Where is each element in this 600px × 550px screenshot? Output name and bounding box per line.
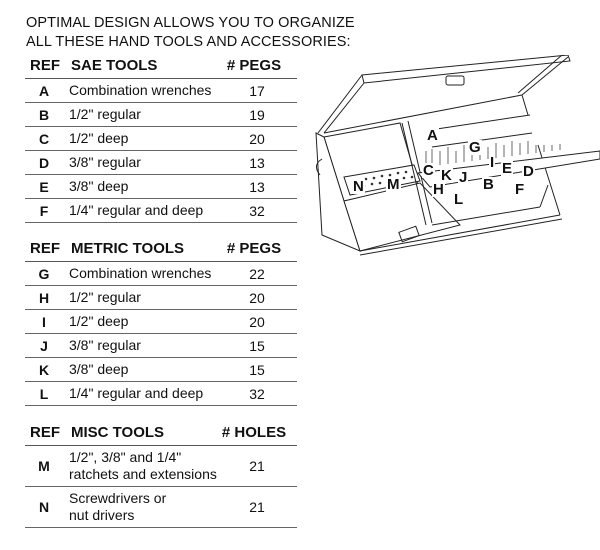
label-n: N <box>352 178 365 195</box>
ref-cell: N <box>38 499 50 515</box>
table-header: REF MISC TOOLS # HOLES <box>25 419 297 446</box>
table-row: N Screwdrivers or nut drivers 21 <box>25 487 297 528</box>
ref-cell: D <box>38 154 50 171</box>
table-row: I 1/2" deep 20 <box>25 310 297 334</box>
count-cell: 32 <box>249 385 265 402</box>
ref-cell: I <box>42 313 46 330</box>
name-header: MISC TOOLS <box>71 423 165 441</box>
table-row: D 3/8" regular 13 <box>25 151 297 175</box>
ref-cell: C <box>38 130 50 147</box>
ref-cell: E <box>39 178 49 195</box>
name-cell: Combination wrenches <box>69 82 212 98</box>
count-cell: 21 <box>249 458 265 474</box>
label-h: H <box>432 181 445 198</box>
misc-tools-table: REF MISC TOOLS # HOLES M 1/2", 3/8" and … <box>25 419 297 528</box>
intro-line-2: ALL THESE HAND TOOLS AND ACCESSORIES: <box>26 34 351 50</box>
table-header: REF SAE TOOLS # PEGS <box>25 52 297 79</box>
metric-tools-table: REF METRIC TOOLS # PEGS G Combination wre… <box>25 235 297 406</box>
label-e: E <box>501 160 514 177</box>
label-i: I <box>489 154 496 171</box>
name-cell: 1/2", 3/8" and 1/4" ratchets and extensi… <box>63 449 217 483</box>
name-cell: Screwdrivers or nut drivers <box>63 490 217 524</box>
label-g: G <box>468 139 482 156</box>
table-row: C 1/2" deep 20 <box>25 127 297 151</box>
name-header: SAE TOOLS <box>71 56 158 74</box>
name-cell: 1/4" regular and deep <box>69 385 204 401</box>
table-row: F 1/4" regular and deep 32 <box>25 199 297 223</box>
ref-header: REF <box>30 423 60 441</box>
count-cell: 15 <box>249 337 265 354</box>
table-row: G Combination wrenches 22 <box>25 262 297 286</box>
table-row: A Combination wrenches 17 <box>25 79 297 103</box>
count-cell: 20 <box>249 130 265 147</box>
label-a: A <box>426 127 439 144</box>
intro-line-1: OPTIMAL DESIGN ALLOWS YOU TO ORGANIZE <box>26 15 355 31</box>
ref-cell: G <box>38 265 50 282</box>
count-header: # PEGS <box>226 239 282 257</box>
label-l: L <box>453 191 465 208</box>
count-header: # HOLES <box>221 423 287 441</box>
ref-cell: B <box>38 106 50 123</box>
label-k: K <box>440 167 453 184</box>
label-j: J <box>458 169 469 186</box>
name-cell: 3/8" regular <box>69 154 141 170</box>
name-line-1: Screwdrivers or <box>69 490 167 506</box>
label-b: B <box>482 176 495 193</box>
name-cell: 3/8" deep <box>69 361 129 377</box>
sae-tools-table: REF SAE TOOLS # PEGS A Combination wrench… <box>25 52 297 223</box>
name-header: METRIC TOOLS <box>71 239 185 257</box>
name-cell: 1/2" regular <box>69 289 141 305</box>
count-cell: 20 <box>249 313 265 330</box>
toolbox-diagram: A G C K J I E D H B F L N M <box>300 54 600 295</box>
ref-cell: L <box>39 385 49 402</box>
ref-cell: H <box>38 289 50 306</box>
ref-cell: M <box>38 458 50 474</box>
name-cell: 3/8" deep <box>69 178 129 194</box>
name-line-2: nut drivers <box>69 507 135 523</box>
name-cell: 1/4" regular and deep <box>69 202 204 218</box>
count-cell: 32 <box>249 202 265 219</box>
name-cell: 1/2" deep <box>69 313 129 329</box>
ref-header: REF <box>30 239 60 257</box>
table-row: E 3/8" deep 13 <box>25 175 297 199</box>
count-cell: 21 <box>249 499 265 515</box>
ref-cell: J <box>40 337 48 354</box>
ref-cell: F <box>39 202 49 219</box>
name-line-2: ratchets and extensions <box>69 466 217 482</box>
ref-cell: A <box>38 82 50 99</box>
label-c: C <box>422 162 435 179</box>
count-cell: 19 <box>249 106 265 123</box>
intro-text: OPTIMAL DESIGN ALLOWS YOU TO ORGANIZE AL… <box>26 14 355 52</box>
table-row: L 1/4" regular and deep 32 <box>25 382 297 406</box>
name-cell: 1/2" regular <box>69 106 141 122</box>
count-cell: 17 <box>249 82 265 99</box>
table-row: K 3/8" deep 15 <box>25 358 297 382</box>
label-f: F <box>514 181 526 198</box>
name-line-1: 1/2", 3/8" and 1/4" <box>69 449 182 465</box>
count-cell: 22 <box>249 265 265 282</box>
name-cell: 3/8" regular <box>69 337 141 353</box>
count-cell: 15 <box>249 361 265 378</box>
ref-cell: K <box>38 361 50 378</box>
table-row: B 1/2" regular 19 <box>25 103 297 127</box>
label-m: M <box>386 176 401 193</box>
name-cell: 1/2" deep <box>69 130 129 146</box>
table-row: H 1/2" regular 20 <box>25 286 297 310</box>
table-header: REF METRIC TOOLS # PEGS <box>25 235 297 262</box>
count-cell: 13 <box>249 178 265 195</box>
label-d: D <box>522 163 535 180</box>
count-cell: 13 <box>249 154 265 171</box>
ref-header: REF <box>30 56 60 74</box>
table-row: M 1/2", 3/8" and 1/4" ratchets and exten… <box>25 446 297 487</box>
count-header: # PEGS <box>226 56 282 74</box>
table-row: J 3/8" regular 15 <box>25 334 297 358</box>
name-cell: Combination wrenches <box>69 265 212 281</box>
count-cell: 20 <box>249 289 265 306</box>
